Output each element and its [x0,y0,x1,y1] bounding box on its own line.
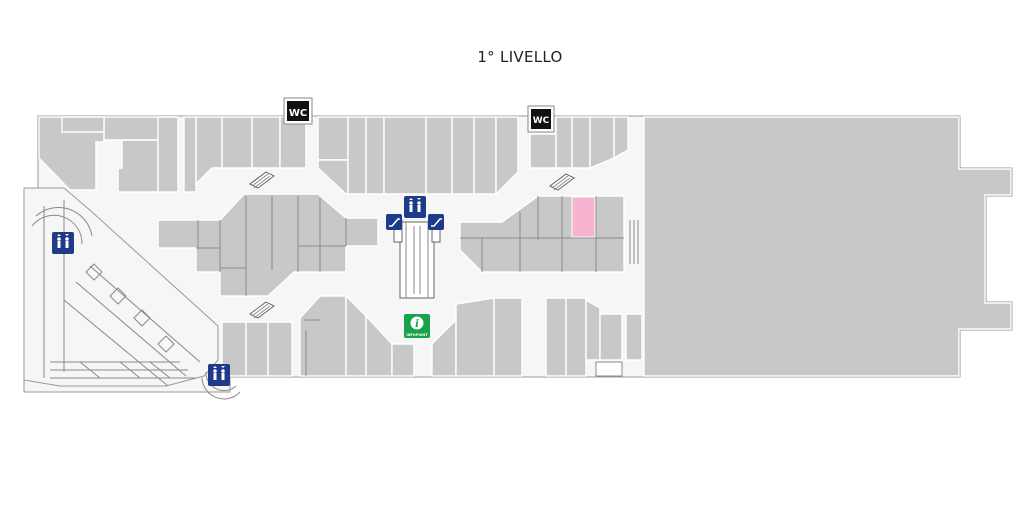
shop-unit[interactable] [317,159,349,195]
central-escalator [393,219,441,299]
shop-unit[interactable] [157,116,179,193]
shop-unit[interactable] [613,116,629,160]
shop-unit[interactable] [425,116,453,195]
info-label: INFOPOINT [406,333,428,337]
wc-sign[interactable]: WC [527,105,555,133]
shop-unit[interactable] [529,133,557,169]
escalator-icon [549,173,575,191]
escalator-icon [431,218,442,227]
escalator-sign[interactable] [386,214,402,230]
shop-unit[interactable] [571,116,591,169]
elevator-sign[interactable] [208,364,230,386]
wc-icon [531,109,551,129]
shop-unit[interactable] [267,321,293,377]
shop-unit[interactable] [61,116,105,133]
wc-label: WC [289,108,307,119]
shop-unit[interactable] [391,343,415,377]
shop-unit[interactable] [299,295,347,377]
shop-island[interactable] [157,193,379,297]
shop-unit[interactable] [251,116,281,169]
shop-unit[interactable] [493,297,523,377]
shop-unit[interactable] [585,298,601,361]
shop-unit[interactable] [473,116,497,195]
escalator-icon [389,218,400,227]
shop-unit[interactable] [565,297,587,377]
elevator-sign[interactable] [52,232,74,254]
elevator-icon [57,234,69,248]
wc-icon [287,101,309,121]
shop-unit[interactable] [495,116,519,196]
escalator-icon [249,171,275,189]
elevator-icon [213,366,225,380]
elevator-icon [409,198,421,212]
shop-unit[interactable] [383,116,427,195]
wc-sign[interactable]: WC [283,97,313,125]
wc-label: WC [533,116,550,126]
shop-unit[interactable] [599,313,623,361]
shop-unit[interactable] [221,116,253,169]
info-glyph: i [415,319,419,330]
shop-unit[interactable] [555,116,573,169]
info-point-sign[interactable]: i INFOPOINT [404,314,430,338]
info-icon [410,316,424,330]
floor-title: 1° LIVELLO [477,48,563,66]
shop-unit[interactable] [117,139,159,193]
shop-unit[interactable] [195,116,223,186]
shop-unit[interactable] [183,116,197,193]
shop-unit[interactable] [279,116,307,169]
elevator-sign[interactable] [404,196,426,218]
shop-unit[interactable] [347,116,367,195]
shop-unit[interactable] [365,116,385,195]
shop-unit[interactable] [545,297,567,377]
shop-unit[interactable] [245,321,269,377]
shop-unit[interactable] [317,116,349,161]
anchor-store[interactable] [643,116,1012,377]
escalator-sign[interactable] [428,214,444,230]
shop-unit[interactable] [451,116,475,195]
escalator-icon [249,301,275,319]
highlighted-shop[interactable] [571,196,596,238]
shop-unit[interactable] [455,297,495,377]
shop-unit[interactable] [625,313,643,361]
